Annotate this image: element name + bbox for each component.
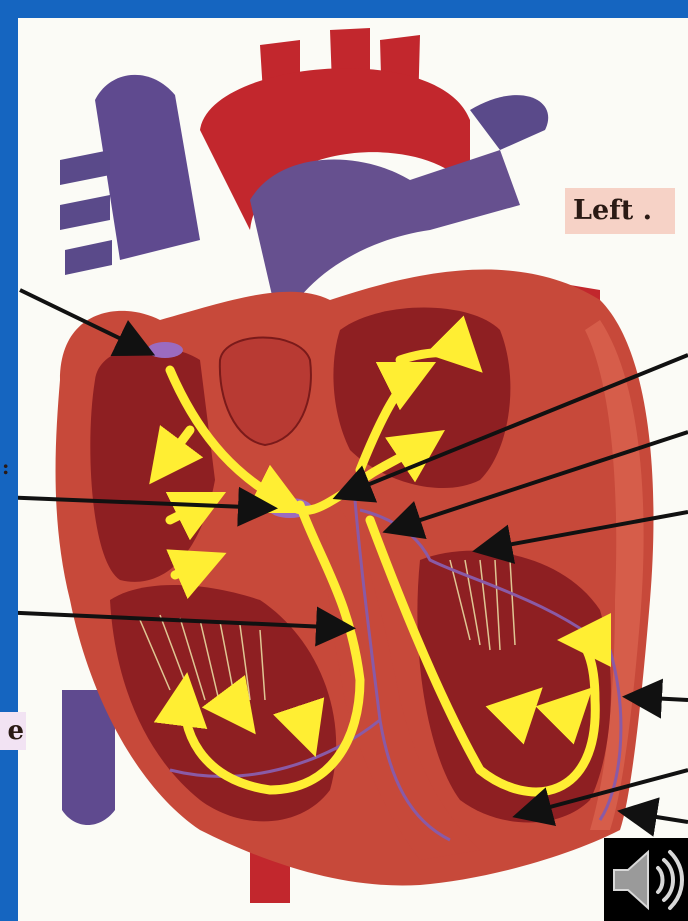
pulmonary-veins-left [60, 150, 112, 275]
speaker-icon [604, 838, 688, 921]
heart-body [56, 270, 654, 886]
pointer-purkinje-3 [625, 812, 688, 822]
label-left: Left . [565, 188, 675, 234]
audio-button[interactable] [604, 838, 688, 921]
sa-node [147, 342, 183, 358]
superior-vena-cava [95, 75, 200, 260]
pulmonary-artery-right [470, 95, 548, 150]
label-edge-colon: : [2, 455, 9, 479]
diagram-canvas [18, 18, 688, 921]
heart-conduction-diagram [18, 18, 688, 921]
label-edge-e: e [0, 712, 26, 750]
